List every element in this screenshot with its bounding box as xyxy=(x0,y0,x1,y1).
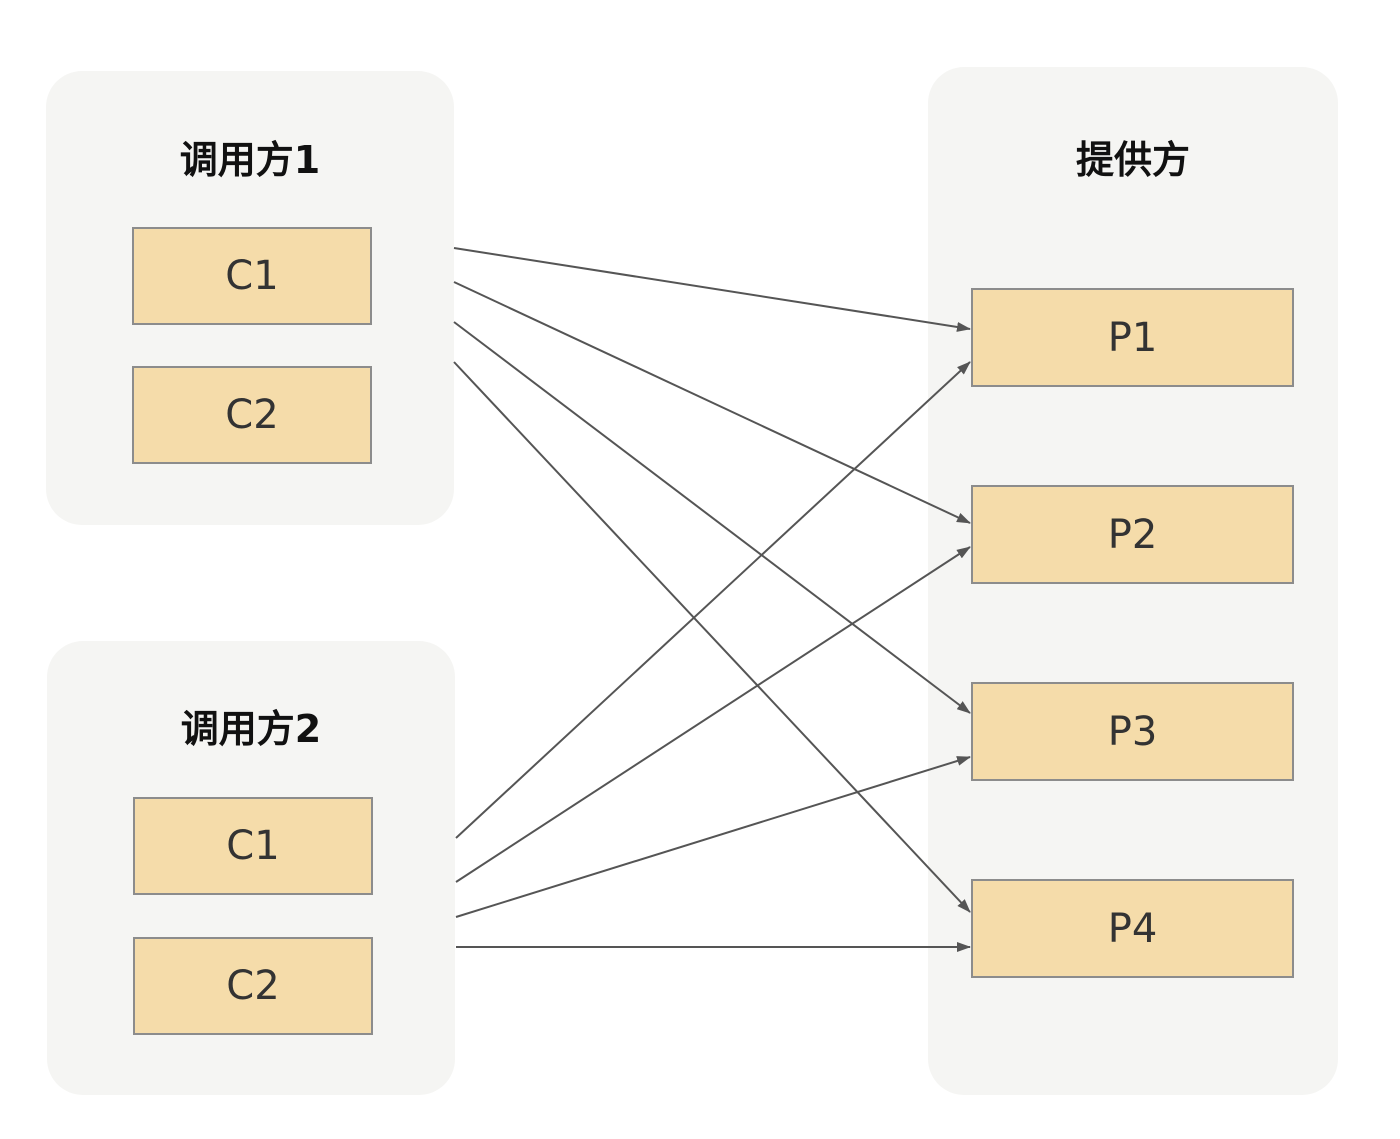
edge-caller1-p3 xyxy=(453,321,971,714)
caller1-node-c2[interactable]: C2 xyxy=(132,366,372,464)
edge-caller1-p2 xyxy=(453,281,971,524)
edge-caller1-p1 xyxy=(453,247,971,332)
caller2-node-c2[interactable]: C2 xyxy=(133,937,373,1035)
provider-node-p3[interactable]: P3 xyxy=(971,682,1294,781)
caller2-node-c1[interactable]: C1 xyxy=(133,797,373,895)
provider-node-p1[interactable]: P1 xyxy=(971,288,1294,387)
edge-caller2-p1 xyxy=(455,361,971,839)
edge-caller2-p3 xyxy=(455,756,971,918)
edge-caller2-p2 xyxy=(455,546,971,883)
provider-node-p2[interactable]: P2 xyxy=(971,485,1294,584)
provider-node-p4[interactable]: P4 xyxy=(971,879,1294,978)
provider-group-title: 提供方 xyxy=(1075,138,1190,182)
caller1-node-c1[interactable]: C1 xyxy=(132,227,372,325)
edge-caller1-p4 xyxy=(453,361,971,913)
caller-group-1-title: 调用方1 xyxy=(179,138,321,182)
caller-group-2-title: 调用方2 xyxy=(180,707,322,751)
caller-group-2: 调用方2 xyxy=(47,641,455,1095)
